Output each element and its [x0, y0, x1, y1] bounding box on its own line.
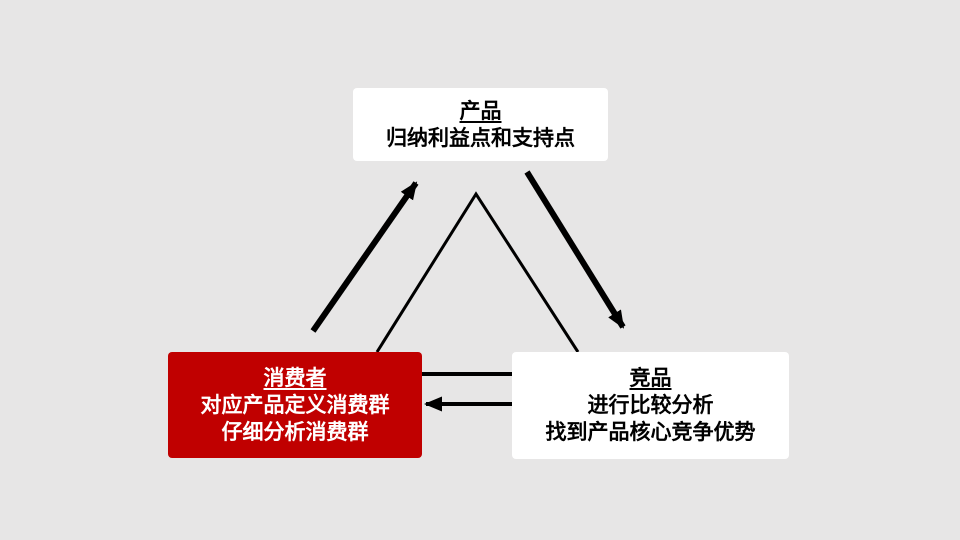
competitor-node-line: 进行比较分析	[587, 394, 714, 417]
triangle-apex-lines-icon	[375, 191, 580, 353]
consumer-node-title: 消费者	[263, 366, 327, 390]
arrow-product-to-competitor-icon	[524, 170, 626, 329]
product-node: 产品 归纳利益点和支持点	[353, 88, 608, 161]
competitor-node: 竞品 进行比较分析 找到产品核心竞争优势	[512, 352, 789, 459]
arrow-consumer-to-product-icon	[310, 181, 419, 333]
consumer-node-line: 仔细分析消费群	[221, 420, 369, 444]
consumer-node-line: 对应产品定义消费群	[200, 393, 390, 417]
consumer-node: 消费者 对应产品定义消费群 仔细分析消费群	[168, 352, 422, 458]
competitor-node-line: 找到产品核心竞争优势	[545, 421, 756, 444]
competitor-node-title: 竞品	[629, 367, 672, 390]
product-node-title: 产品	[459, 99, 502, 123]
product-node-line: 归纳利益点和支持点	[386, 126, 575, 150]
